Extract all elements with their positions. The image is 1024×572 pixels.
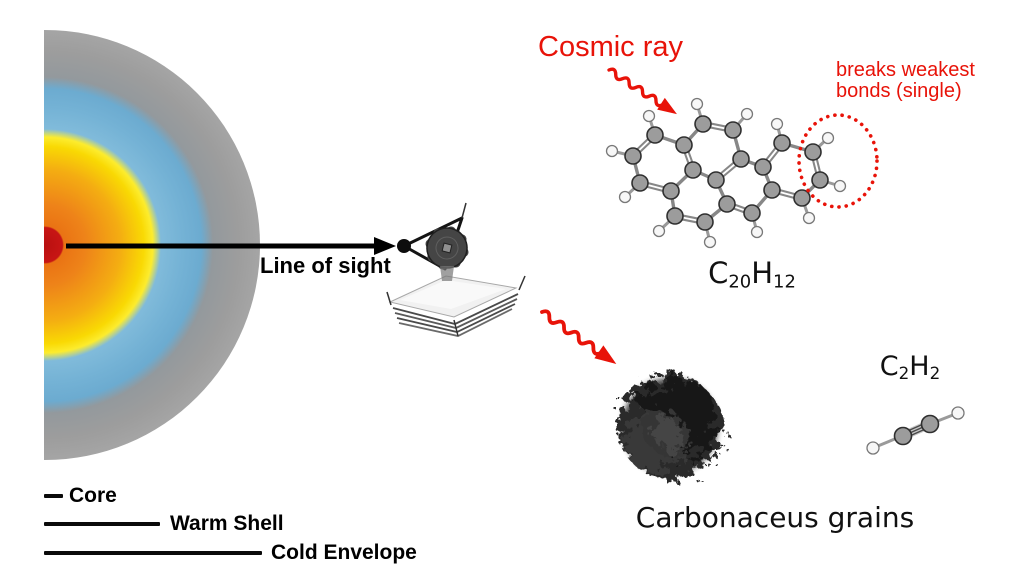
- carbon-atom: [920, 414, 940, 434]
- line-of-sight-label: Line of sight: [260, 253, 391, 278]
- hydrogen-atom: [703, 235, 717, 249]
- breaks-weakest-bonds-line2: bonds (single): [836, 80, 962, 102]
- carbon-atom: [707, 171, 725, 189]
- carbon-atom: [666, 207, 684, 225]
- pah-carbon-atoms: [624, 115, 829, 231]
- hydrogen-atom: [690, 97, 704, 111]
- pah-formula-symbol: H: [751, 256, 774, 290]
- hydrogen-atom: [833, 179, 847, 193]
- carbon-atom: [662, 182, 680, 200]
- hydrogen-atom: [951, 406, 965, 420]
- cosmic-ray-arrow-upper: [605, 65, 677, 115]
- carbon-atom: [804, 143, 822, 161]
- jwst-mount: [440, 266, 454, 281]
- core-circle: [44, 226, 64, 264]
- carbon-atom: [793, 189, 811, 207]
- line-of-sight-arrow: [66, 237, 396, 255]
- carbon-atom: [811, 171, 829, 189]
- dotted-ellipse-icon: [797, 113, 879, 209]
- hydrogen-atom: [652, 224, 666, 238]
- hydrogen-atom: [750, 225, 764, 239]
- carbon-atom: [773, 134, 791, 152]
- pah-formula-symbol: C: [708, 256, 729, 290]
- legend-core-line: [44, 494, 63, 498]
- hydrogen-atom: [802, 211, 816, 225]
- pah-formula-subscript: 20: [728, 271, 752, 293]
- hydrogen-atom: [866, 441, 880, 455]
- pah-formula-label: C20H12: [700, 256, 804, 292]
- pah-molecule: [605, 97, 847, 249]
- carbon-atom: [696, 213, 714, 231]
- acetylene-formula-subscript: 2: [929, 363, 941, 384]
- breaks-weakest-bonds-label: breaks weakest bonds (single): [836, 60, 1006, 102]
- cosmic-ray-arrow-lower: [538, 307, 617, 365]
- acetylene-formula-symbol: H: [909, 351, 930, 382]
- legend-cold-envelope-label: Cold Envelope: [271, 541, 417, 564]
- carbon-atom: [694, 115, 712, 133]
- hydrogen-atom: [821, 131, 835, 145]
- carbon-atom: [754, 158, 772, 176]
- hydrogen-atom: [770, 117, 784, 131]
- hydrogen-atom: [618, 190, 632, 204]
- jwst-secondary-mirror: [397, 239, 411, 253]
- carbonaceous-grains-label: Carbonaceus grains: [635, 501, 915, 534]
- hydrogen-atom: [740, 107, 754, 121]
- carbon-atom: [684, 161, 702, 179]
- acetylene-molecule: [866, 406, 965, 455]
- hydrogen-atom: [642, 109, 656, 123]
- acetylene-formula-symbol: C: [879, 351, 899, 382]
- pah-formula-subscript: 12: [773, 271, 796, 293]
- carbon-atom: [631, 174, 649, 192]
- carbon-atom: [646, 126, 664, 144]
- carbon-atom: [732, 150, 750, 168]
- legend-cold-envelope-line: [44, 551, 262, 555]
- pah-hydrogen-atoms: [605, 97, 847, 249]
- cosmic-ray-label: Cosmic ray: [538, 31, 684, 63]
- acetylene-formula-subscript: 2: [898, 363, 910, 384]
- legend-warm-shell-line: [44, 522, 160, 526]
- carbon-atom: [743, 204, 761, 222]
- acetylene-formula-label: C2H2: [862, 351, 958, 383]
- carbon-atom: [624, 147, 642, 165]
- breaks-weakest-bonds-line1: breaks weakest: [836, 59, 975, 81]
- carbon-atom: [675, 136, 693, 154]
- jwst-telescope-icon: [386, 202, 526, 337]
- legend-core-label: Core: [69, 484, 117, 507]
- carbon-atom: [718, 195, 736, 213]
- carbon-atom: [724, 121, 742, 139]
- jwst-sunshield: [386, 275, 526, 337]
- carbon-atom: [893, 426, 913, 446]
- legend-warm-shell-label: Warm Shell: [170, 512, 284, 535]
- hydrogen-atom: [605, 144, 619, 158]
- carbon-grain-icon: [618, 375, 722, 479]
- carbon-atom: [763, 181, 781, 199]
